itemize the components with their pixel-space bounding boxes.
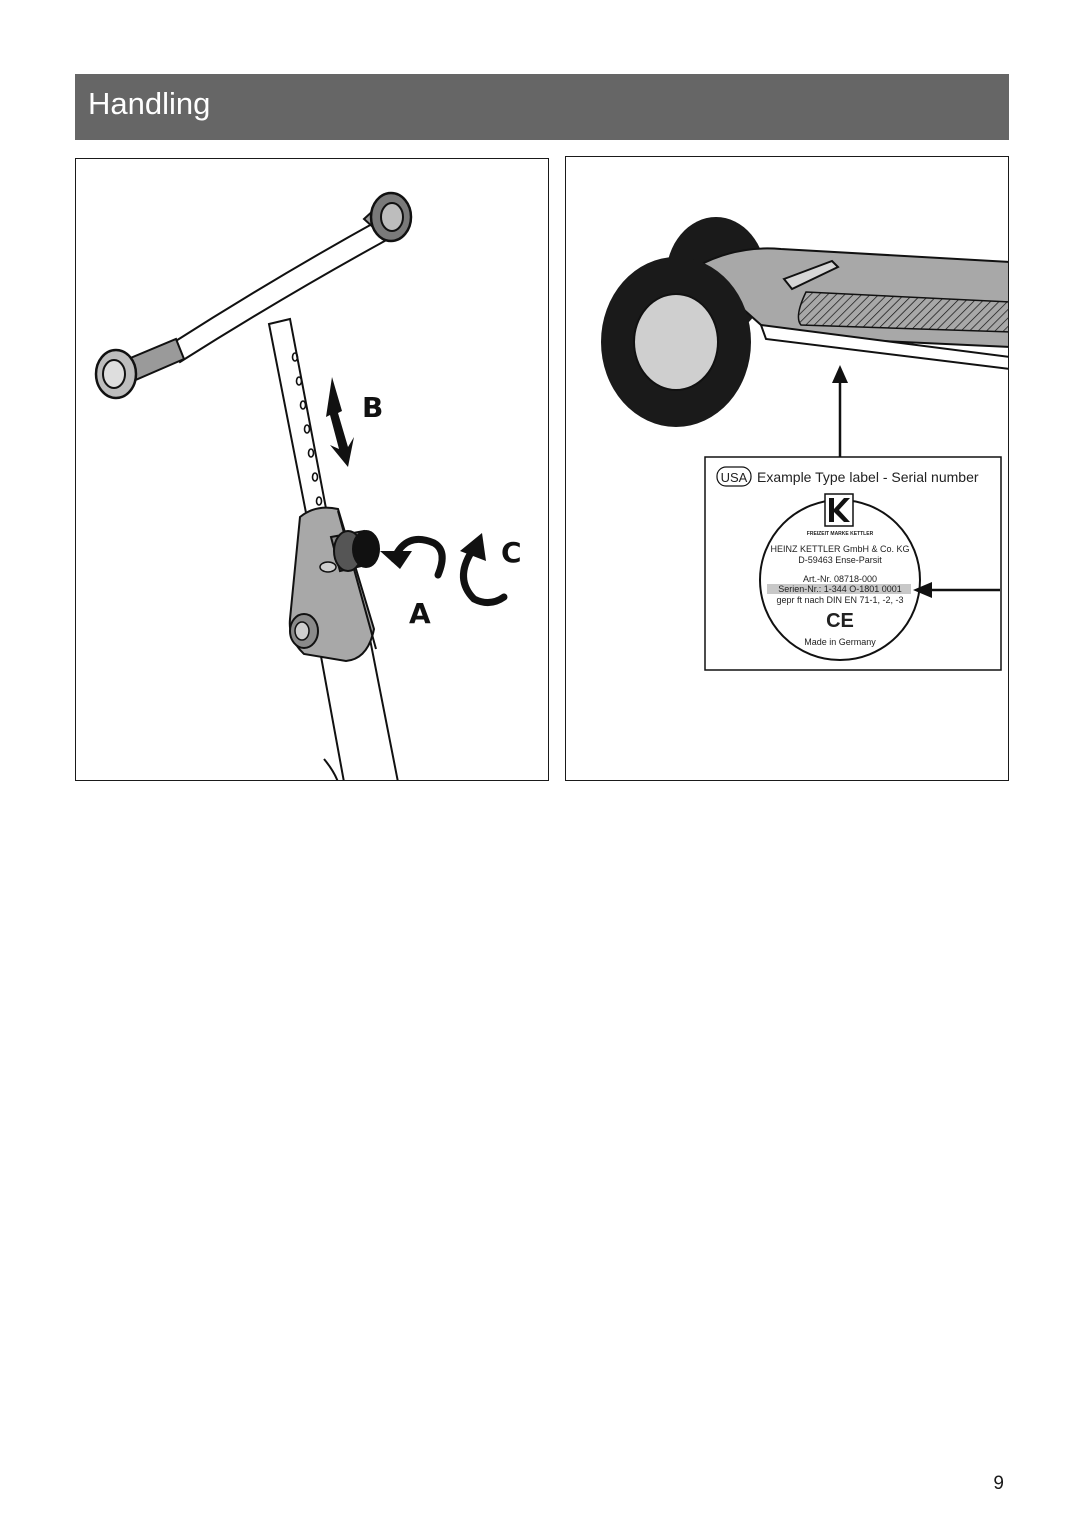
figure-type-label: USA Example Type label - Serial number F… [565,156,1009,781]
arrow-to-label-location [832,365,848,383]
left-grip [94,337,186,400]
page-number: 9 [993,1473,1004,1494]
right-grip [362,191,413,243]
handlebar-stem [267,317,330,525]
callout-title: Example Type label - Serial number [757,469,979,485]
deck-grip-surface [797,291,1008,333]
step-label-a: A [409,597,431,630]
kettler-logo [824,493,854,527]
serial-highlight [767,584,911,594]
label-standard: gepr ft nach DIN EN 71-1, -2, -3 [776,595,903,605]
section-header: Handling [75,74,1009,140]
country-badge [716,466,752,487]
country-badge-text: USA [721,470,748,485]
deck-underside [759,323,1008,370]
ce-mark: CE [826,610,854,632]
label-article-number: Art.-Nr. 08718-000 [803,574,877,584]
label-origin: Made in Germany [804,637,876,647]
step-label-c: C [501,536,522,569]
label-address: D-59463 Ense-Parsit [798,555,882,565]
rotate-arrow-a [390,536,446,579]
figure-handlebar-adjustment: B C A [75,158,549,781]
arrow-up-down-b [326,377,354,467]
label-company: HEINZ KETTLER GmbH & Co. KG [770,544,909,554]
stem-adjustment-holes [291,352,323,506]
clamp-knob [329,529,380,573]
front-wheel [601,257,751,427]
rotate-arrow-c [460,547,508,606]
type-label-illustration: USA Example Type label - Serial number F… [601,217,1008,671]
label-tagline: FREIZEIT MARKE KETTLER [807,531,874,537]
step-label-b: B [362,391,383,424]
section-title: Handling [88,86,211,121]
handlebar-illustration: B C A [94,191,522,780]
arrow-to-serial-number [913,582,932,598]
label-serial-number: Serien-Nr.: 1-344 O-1801 0001 [778,584,902,594]
